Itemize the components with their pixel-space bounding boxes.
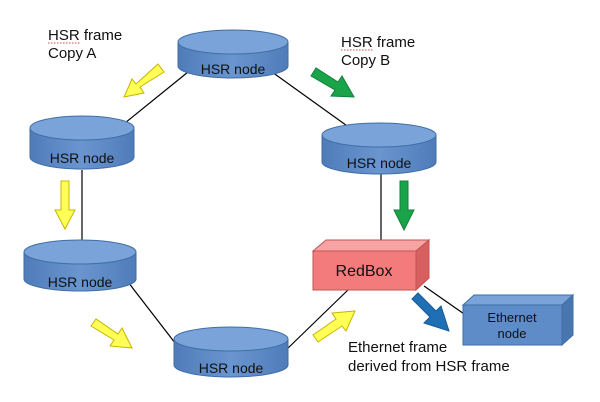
annotation-ethernet-frame: Ethernet frame derived from HSR frame [348,339,510,375]
ethernet-node-label-line2: node [498,326,527,341]
hsr-node-top-label: HSR node [201,61,266,77]
link-redbox-ethernet [423,285,468,317]
redbox: RedBox [311,238,431,292]
green-arrow-top-right-icon [310,67,355,98]
copy-a-line1: HSR frame [48,27,122,44]
copy-a-arrows [54,63,356,349]
ethernet-frame-line2: derived from HSR frame [348,358,510,375]
redbox-front-face [312,250,417,291]
yellow-arrow-lower-left-icon [90,318,133,349]
ring-connections [81,71,468,353]
yellow-arrow-top-left-icon [123,63,165,98]
hsr-node-left-lower: HSR node [23,239,137,292]
ethernet-node-front-face [462,304,563,346]
annotation-copy-a: HSR frame Copy A [48,27,122,62]
hsr-node-bottom: HSR node [173,326,289,378]
annotation-copy-b: HSR frame Copy B [341,34,415,69]
redbox-label: RedBox [336,263,393,280]
hsr-node-top: HSR node [177,29,289,79]
copy-b-line1: HSR frame [341,34,415,51]
ethernet-node-label-line1: Ethernet [487,310,537,325]
green-arrow-right-down-icon [393,180,415,232]
hsr-node-right-upper-label: HSR node [347,155,412,171]
ethernet-frame-line1: Ethernet frame [348,339,447,356]
link-top-leftupper [119,71,189,128]
hsr-node-left-upper: HSR node [29,115,135,170]
copy-a-line2: Copy A [48,45,96,62]
hsr-node-left-upper-label: HSR node [50,150,115,166]
redbox-top-face [311,239,431,252]
ethernet-node-top-face [461,294,575,306]
hsr-node-bottom-label: HSR node [199,360,264,376]
yellow-arrow-bottom-right-icon [312,310,356,343]
link-top-rightupper [271,71,351,129]
link-bottom-redbox [284,287,351,352]
hsr-node-right-upper: HSR node [321,122,437,175]
link-leftlower-bottom [127,281,183,353]
yellow-arrow-left-upper-down-icon [54,180,76,231]
copy-b-line2: Copy B [341,52,390,69]
ethernet-arrow [411,292,450,332]
copy-b-arrows [310,67,415,232]
ethernet-node: Ethernet node [461,293,575,347]
hsr-node-left-lower-label: HSR node [48,274,113,290]
blue-arrow-down-right-icon [411,292,450,332]
